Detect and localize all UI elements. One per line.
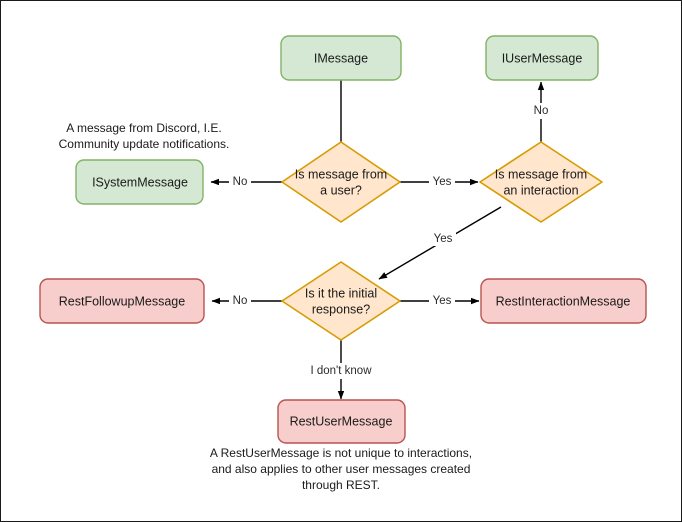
node-label-restinteractionmessage: RestInteractionMessage — [496, 294, 631, 308]
edge-label-no-user-message: No — [534, 105, 549, 117]
edge-is-initial-response-to-restinteractionmessage: Yes — [400, 292, 480, 308]
edge-label-no-followup: No — [233, 295, 248, 307]
edge-label-yes-rest-interaction: Yes — [433, 295, 452, 307]
edge-label-i-dont-know: I don't know — [310, 365, 372, 377]
node-label-is-from-interaction-line1: Is message from — [495, 167, 587, 181]
node-isystemmessage[interactable]: ISystemMessage — [75, 159, 204, 205]
edge-label-no-system: No — [233, 176, 248, 188]
node-is-message-from-a-user[interactable]: Is message from a user? — [281, 141, 401, 223]
note-system-message: A message from Discord, I.E. Community u… — [59, 121, 230, 151]
edge-is-from-user-to-isystemmessage: No — [210, 173, 282, 189]
node-imessage[interactable]: IMessage — [280, 35, 402, 81]
node-label-is-from-user-line1: Is message from — [295, 167, 387, 181]
node-label-iusermessage: IUserMessage — [502, 51, 583, 65]
note-rest-user-message-line3: through REST. — [302, 478, 380, 492]
note-rest-user-message: A RestUserMessage is not unique to inter… — [210, 446, 472, 492]
node-label-imessage: IMessage — [314, 51, 368, 65]
node-label-is-from-interaction-line2: an interaction — [503, 183, 578, 197]
node-restusermessage[interactable]: RestUserMessage — [277, 399, 406, 444]
edge-is-from-interaction-to-is-initial-response: Yes — [378, 206, 502, 280]
node-label-is-initial-response-line1: Is it the initial — [305, 286, 377, 300]
node-iusermessage[interactable]: IUserMessage — [485, 35, 599, 81]
node-is-message-from-an-interaction[interactable]: Is message from an interaction — [479, 141, 603, 223]
node-label-isystemmessage: ISystemMessage — [92, 175, 188, 189]
node-restinteractionmessage[interactable]: RestInteractionMessage — [480, 278, 647, 324]
edge-is-from-interaction-to-iusermessage: No — [529, 81, 553, 153]
note-system-message-line2: Community update notifications. — [59, 137, 230, 151]
note-rest-user-message-line2: and also applies to other user messages … — [212, 462, 471, 476]
node-restfollowupmessage[interactable]: RestFollowupMessage — [39, 278, 205, 324]
node-label-is-initial-response-line2: response? — [312, 302, 370, 316]
node-label-is-from-user-line2: a user? — [320, 183, 362, 197]
note-system-message-line1: A message from Discord, I.E. — [66, 121, 221, 135]
node-label-restfollowupmessage: RestFollowupMessage — [59, 294, 185, 308]
edge-is-initial-response-to-restfollowupmessage: No — [211, 292, 282, 308]
edge-label-yes-initial: Yes — [434, 233, 453, 245]
edge-label-yes-interaction: Yes — [433, 176, 452, 188]
edge-is-from-user-to-is-from-interaction: Yes — [400, 173, 479, 189]
note-rest-user-message-line1: A RestUserMessage is not unique to inter… — [210, 446, 472, 460]
node-is-it-the-initial-response[interactable]: Is it the initial response? — [281, 261, 401, 341]
node-label-restusermessage: RestUserMessage — [290, 414, 393, 428]
edge-is-initial-response-to-restusermessage: I don't know — [298, 330, 386, 400]
